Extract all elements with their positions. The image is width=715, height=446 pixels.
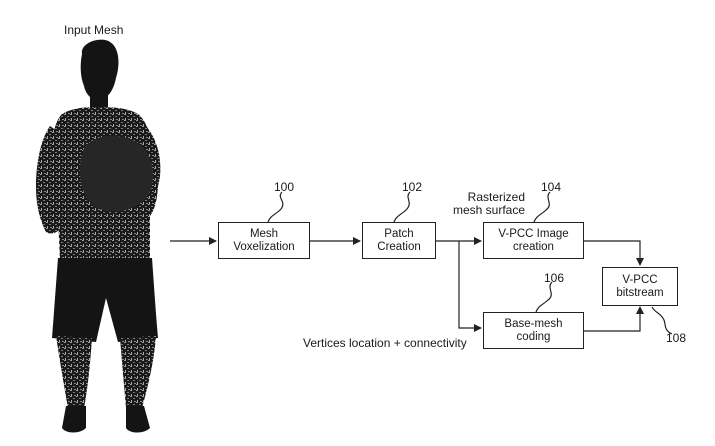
figure-shorts — [52, 258, 158, 342]
ref-leader-104 — [533, 191, 551, 223]
ref-number-104: 104 — [541, 180, 562, 194]
figure-left-leg — [56, 336, 92, 408]
ref-number-108: 108 — [666, 331, 687, 345]
ref-leader-108 — [651, 306, 673, 335]
figure-right-leg — [120, 336, 156, 408]
ref-leader-106 — [535, 281, 553, 313]
figure-held-object — [79, 135, 153, 212]
input-mesh-figure — [36, 39, 161, 433]
ref-leader-102 — [393, 191, 411, 223]
arrow-patch-to-basemesh — [458, 241, 482, 332]
figure-right-foot — [126, 406, 150, 433]
ref-number-100: 100 — [274, 180, 295, 194]
figure-left-foot — [62, 406, 86, 433]
arrow-basemesh-to-bitstream — [584, 306, 644, 332]
input-mesh-label: Input Mesh — [64, 23, 124, 37]
figure-head — [80, 39, 119, 101]
figure-left-arm — [36, 126, 64, 234]
ref-leader-100 — [267, 191, 284, 223]
ref-number-106: 106 — [544, 271, 565, 285]
ref-number-102: 102 — [402, 180, 423, 194]
arrow-image-to-bitstream — [584, 240, 644, 266]
vertices-connectivity-annotation: Vertices location + connectivity — [303, 336, 467, 350]
